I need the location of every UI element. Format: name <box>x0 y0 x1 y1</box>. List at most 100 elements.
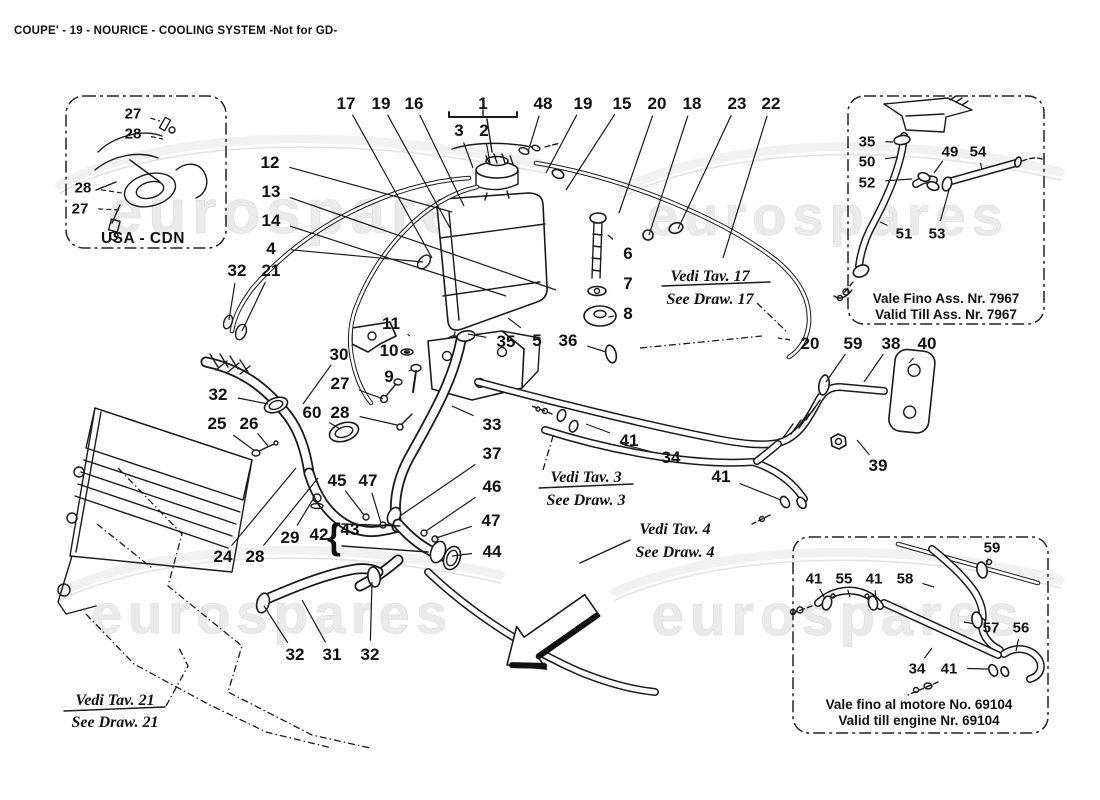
callout-37: 37 <box>483 444 502 463</box>
leader-line <box>819 588 826 600</box>
leader-line <box>289 166 453 213</box>
leader-line <box>290 225 507 297</box>
leader-line <box>98 208 120 211</box>
leader-line <box>739 482 782 501</box>
inset-7967-caption-en: Valid Till Ass. Nr. 7967 <box>875 307 1017 322</box>
inset-usa-cdn: USA - CDN <box>65 95 227 249</box>
leader-line <box>979 162 983 171</box>
leader-line <box>150 117 161 122</box>
leader-line <box>425 496 476 532</box>
callout-7: 7 <box>623 274 632 293</box>
svg-text:Vedi Tav. 3: Vedi Tav. 3 <box>550 469 621 486</box>
cross-ref-tav17: Vedi Tav. 17 See Draw. 17 <box>661 268 789 334</box>
callout-11: 11 <box>382 314 400 333</box>
callout-10: 10 <box>380 341 399 360</box>
callout-34: 34 <box>662 448 681 467</box>
callout-22: 22 <box>762 94 781 113</box>
callout-51: 51 <box>896 225 913 242</box>
leader-line <box>507 317 522 329</box>
leader-line <box>241 281 266 332</box>
leader-line <box>908 357 914 364</box>
leader-line <box>302 364 332 405</box>
leader-line <box>419 114 465 207</box>
callout-42: 42 <box>310 525 329 544</box>
callout-20: 20 <box>648 94 667 113</box>
callout-17: 17 <box>337 94 356 113</box>
callout-39: 39 <box>869 456 888 475</box>
leader-line <box>618 115 654 214</box>
callout-32: 32 <box>361 645 380 664</box>
leader-line <box>922 582 935 588</box>
bolt-washer-grommet <box>583 212 617 327</box>
leader-line <box>403 351 410 354</box>
leader-line <box>825 353 846 383</box>
leader-line <box>435 525 472 539</box>
callout-13: 13 <box>262 182 281 201</box>
radiator <box>57 407 253 615</box>
leader-line <box>621 443 652 453</box>
callout-32: 32 <box>228 261 247 280</box>
callout-29: 29 <box>281 528 300 547</box>
callout-20: 20 <box>801 334 820 353</box>
hose-33 <box>389 330 476 533</box>
leader-line <box>359 415 398 426</box>
callout-5: 5 <box>532 331 541 350</box>
callout-43: 43 <box>341 520 360 539</box>
leader-line <box>545 114 578 174</box>
radiator-hose-upper <box>200 353 404 537</box>
direction-arrow <box>506 593 601 670</box>
leader-line <box>963 621 974 625</box>
svg-text:Vedi Tav. 21: Vedi Tav. 21 <box>75 692 154 709</box>
callout-41: 41 <box>941 660 958 677</box>
callout-30: 30 <box>330 345 349 364</box>
callout-16: 16 <box>405 94 424 113</box>
callout-18: 18 <box>683 94 702 113</box>
callout-27: 27 <box>72 200 89 217</box>
leader-line <box>885 178 913 182</box>
callout-26: 26 <box>240 414 259 433</box>
leader-line <box>328 421 341 430</box>
svg-text:See Draw. 4: See Draw. 4 <box>636 544 715 561</box>
callout-36: 36 <box>559 331 578 350</box>
callout-8: 8 <box>623 304 632 323</box>
leader-line <box>722 115 768 259</box>
leader-line <box>407 333 411 337</box>
inset-usa-cdn-label: USA - CDN <box>101 230 185 247</box>
callout-24: 24 <box>214 547 233 566</box>
bracket-and-bolt <box>351 321 422 393</box>
callout-brackets <box>341 109 518 553</box>
leader-lines-layer <box>98 113 1020 670</box>
callout-56: 56 <box>1013 619 1030 636</box>
leader-line <box>257 432 269 447</box>
callout-60: 60 <box>303 403 322 422</box>
leader-line <box>777 337 791 341</box>
leader-line <box>100 189 123 194</box>
leader-line <box>263 605 289 644</box>
callout-19: 19 <box>574 94 593 113</box>
leader-line <box>933 160 944 174</box>
callout-21: 21 <box>262 261 281 280</box>
callout-59: 59 <box>844 334 863 353</box>
watermark-text: eurospares <box>108 178 502 247</box>
leader-line <box>463 142 474 169</box>
hose-31 <box>255 563 384 614</box>
leader-line <box>648 115 689 236</box>
leader-line <box>874 590 877 601</box>
callout-41: 41 <box>620 431 639 450</box>
callout-48: 48 <box>534 94 553 113</box>
callout-41: 41 <box>712 467 731 486</box>
callout-32: 32 <box>286 645 305 664</box>
leader-line <box>237 397 269 405</box>
callout-45: 45 <box>328 471 347 490</box>
expansion-tank <box>436 142 561 346</box>
leader-line <box>296 495 316 526</box>
callout-12: 12 <box>261 153 280 172</box>
callout-49: 49 <box>942 143 959 160</box>
leader-line <box>879 221 888 226</box>
callout-55: 55 <box>836 570 853 587</box>
engine-pipes <box>474 344 936 525</box>
leader-line <box>228 283 236 321</box>
leader-line <box>344 490 365 516</box>
callout-1: 1 <box>478 94 487 113</box>
